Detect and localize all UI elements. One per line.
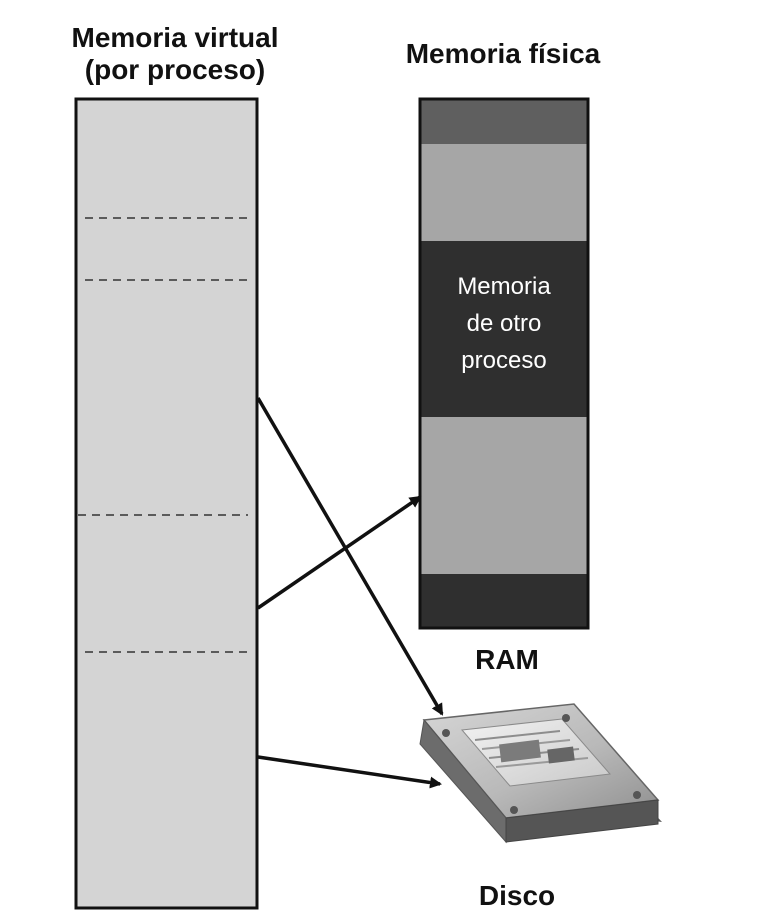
virtual-memory-title: Memoria virtual (por proceso) — [40, 22, 310, 86]
ram-other-process-region — [420, 241, 588, 417]
hard-drive-icon — [419, 703, 662, 844]
disk-label-text: Disco — [478, 880, 556, 911]
arrow-virtual-to-ram — [257, 495, 422, 610]
virtual-memory-block — [74, 97, 259, 910]
ram-label: RAM — [452, 644, 562, 676]
other-process-memory-label: Memoria de otro proceso — [457, 273, 551, 374]
disk-label: Disco — [462, 880, 572, 912]
virtual-memory-title-text: Memoria virtual (por proceso) — [71, 22, 279, 85]
physical-memory-title-text: Memoria física — [405, 38, 601, 69]
arrow-virtual-to-disk-upper — [256, 397, 444, 716]
arrow-virtual-to-disk-lower — [257, 755, 442, 789]
ram-mapped-region-lower — [420, 417, 588, 574]
ram-bottom-band — [420, 574, 588, 628]
physical-memory-block — [418, 97, 590, 630]
ram-top-band — [420, 99, 588, 144]
ram-label-text: RAM — [475, 644, 539, 675]
ram-mapped-region-upper — [420, 144, 588, 241]
mapping-arrows — [256, 397, 444, 789]
physical-memory-title: Memoria física — [368, 38, 638, 70]
